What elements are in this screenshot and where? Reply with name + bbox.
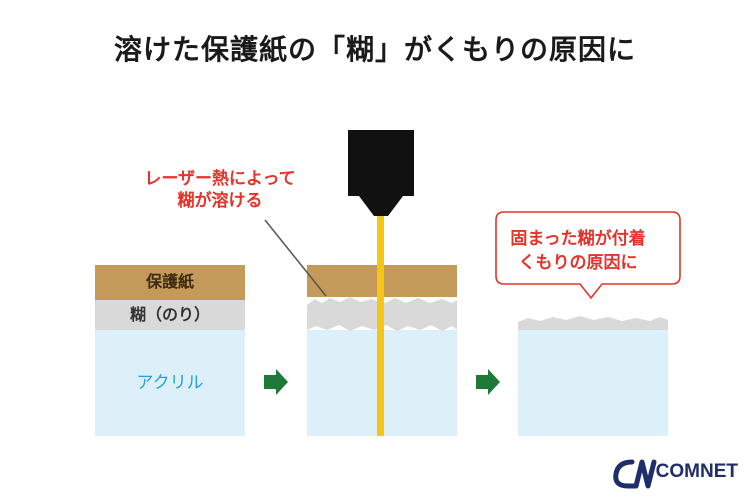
comnet-logo-icon [613,459,657,489]
arrow-right-icon [476,369,500,395]
laser-callout: レーザー熱によって 糊が溶ける [140,168,300,212]
stuck-glue-callout: 固まった糊が付着 くもりの原因に [488,227,668,275]
glue-label: 糊（のり） [129,305,210,324]
stage-laser [307,130,457,436]
laser-beam [377,214,384,436]
stage-before [95,265,245,436]
stuck-callout-line1: 固まった糊が付着 [510,229,646,249]
stuck-glue-residue [518,316,668,330]
laser-head-body [348,130,414,196]
acrylic-block [95,330,245,436]
laser-callout-line2: 糊が溶ける [177,191,263,211]
protective-paper-label: 保護紙 [145,272,194,291]
protective-paper-layer [95,265,245,300]
acrylic-block [518,330,668,436]
brand-logo: COMNET [614,456,738,488]
speech-bubble [495,211,681,300]
stuck-callout-line2: くもりの原因に [518,253,638,273]
laser-head-nozzle [359,196,403,216]
arrow-right-icon [264,369,288,395]
page-title: 溶けた保護紙の「糊」がくもりの原因に [113,33,636,66]
glue-layer [95,300,245,330]
stage-after [518,316,668,436]
laser-callout-line1: レーザー熱によって [144,169,296,189]
leader-line [264,219,327,297]
brand-logo-text: COMNET [655,461,738,482]
acrylic-label: アクリル [136,373,204,393]
